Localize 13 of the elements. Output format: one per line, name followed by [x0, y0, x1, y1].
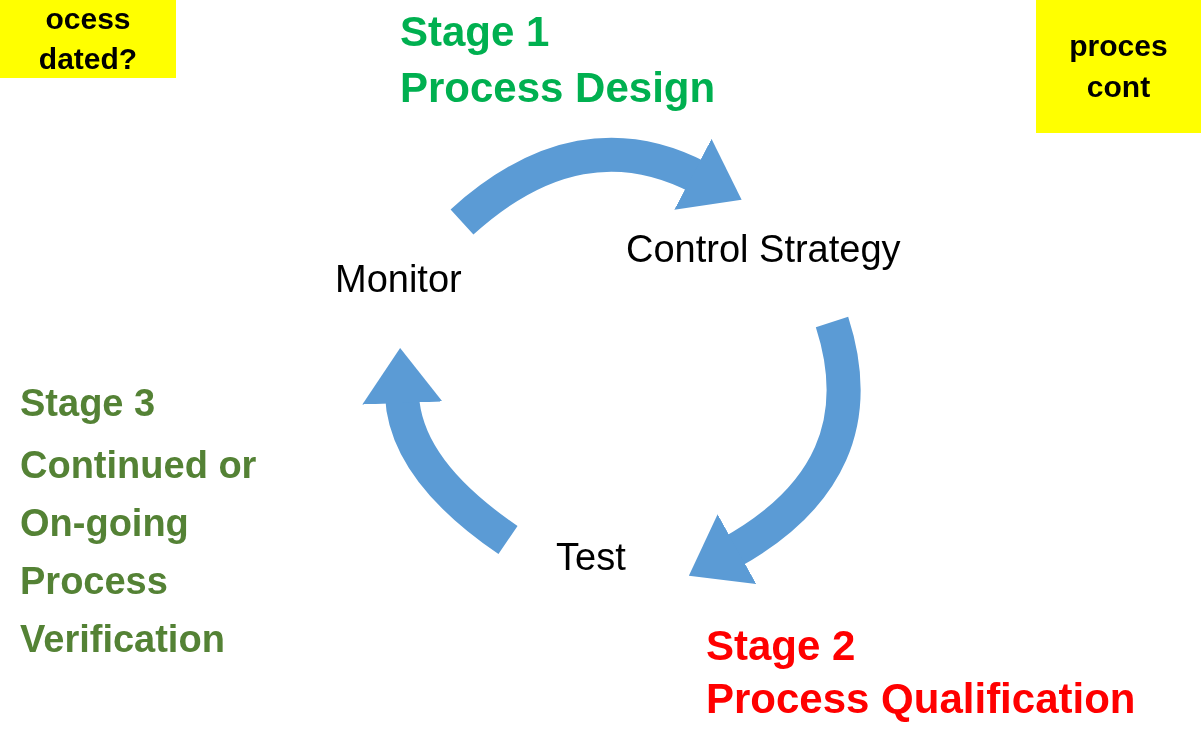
note-text: ocess dated? [37, 0, 139, 77]
stage-name: Process Design [400, 63, 716, 113]
note-text: proces cont [1068, 28, 1169, 105]
stage-name: Continued or On-going Process Verification [20, 443, 258, 662]
step-label: Test [556, 536, 626, 579]
note-box [0, 0, 176, 78]
stage-heading: Stage 1 [400, 7, 550, 57]
stage-heading: Stage 3 [20, 381, 156, 426]
note-box [1036, 0, 1201, 133]
stage-heading: Stage 2 [706, 621, 856, 671]
step-label: Control Strategy [626, 228, 901, 271]
step-label: Monitor [335, 258, 462, 301]
stage-name: Process Qualification [706, 674, 1136, 724]
